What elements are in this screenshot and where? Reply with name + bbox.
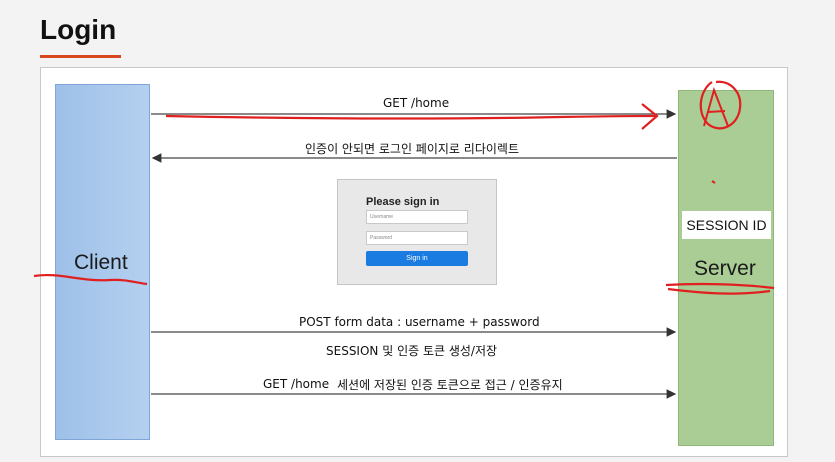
annotation-circled-a <box>699 80 742 130</box>
password-field[interactable]: Password <box>366 231 468 245</box>
login-form-heading: Please sign in <box>366 196 440 208</box>
annotation-arrowhead <box>641 103 659 130</box>
sign-in-button[interactable]: Sign in <box>366 251 468 266</box>
msg-get-home: GET /home <box>383 96 450 110</box>
msg-redirect: 인증이 안되면 로그인 페이지로 리다이렉트 <box>305 142 519 156</box>
annotation-letter-a <box>703 86 729 127</box>
client-label: Client <box>74 251 128 274</box>
annotation-underline-server <box>665 282 775 295</box>
annotation-underline-client <box>33 274 148 286</box>
login-form-thumbnail: Please sign in Username Password Sign in <box>337 179 497 285</box>
server-label: Server <box>694 257 756 280</box>
session-id-badge: SESSION ID <box>682 211 771 239</box>
server-lifeline <box>678 90 774 446</box>
title-underline <box>40 55 121 58</box>
msg-get-home-2: GET /home <box>263 377 330 391</box>
username-field[interactable]: Username <box>366 210 468 224</box>
annotation-underline-get <box>165 114 656 120</box>
msg-session-create: SESSION 및 인증 토큰 생성/저장 <box>326 344 498 358</box>
msg-post-form: POST form data : username + password <box>299 315 540 329</box>
annotation-dot <box>711 180 716 184</box>
client-lifeline <box>55 84 150 440</box>
slide-title: Login <box>40 14 117 45</box>
msg-session-access: 세션에 저장된 인증 토큰으로 접근 / 인증유지 <box>337 378 563 392</box>
